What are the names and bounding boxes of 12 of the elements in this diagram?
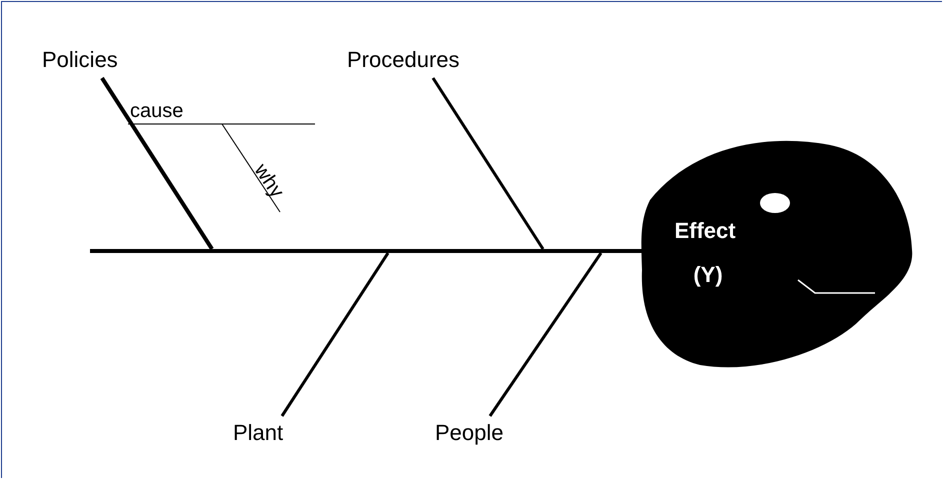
bone-line xyxy=(100,76,214,250)
category-label: Plant xyxy=(233,418,284,448)
effect-text: Effect xyxy=(674,218,736,244)
bone-line xyxy=(432,77,544,250)
cause-label: cause xyxy=(130,100,184,122)
category-label: People xyxy=(435,418,504,448)
bone-line xyxy=(488,252,602,417)
effect-text: (Y) xyxy=(693,262,723,288)
category-label: Policies xyxy=(42,45,118,75)
bone-line xyxy=(280,252,390,417)
why-label: why xyxy=(250,160,288,202)
category-label: Procedures xyxy=(347,45,460,75)
